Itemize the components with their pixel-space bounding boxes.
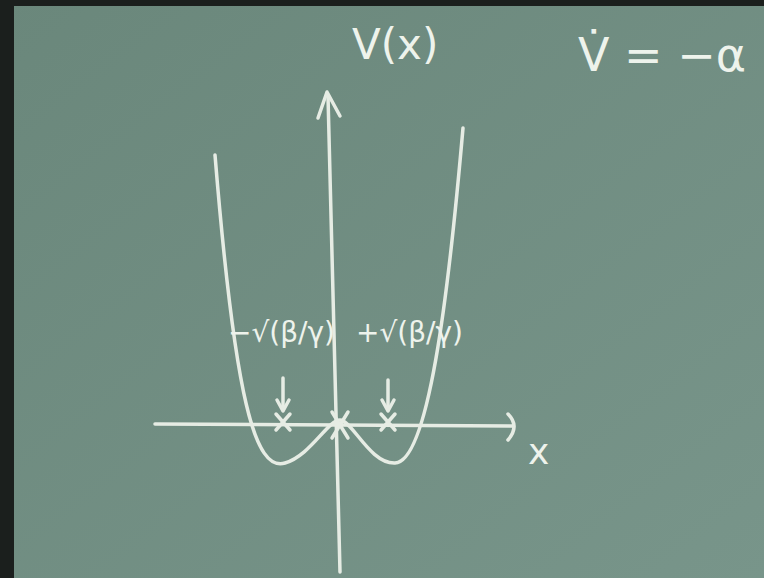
axis-label: x [528,432,549,472]
equilibrium-label: +√(β/γ) [356,318,463,349]
equilibrium-label: −√(β/γ) [228,318,335,349]
axis-label: V(x) [352,22,438,68]
equation-text: V̇ = −α [578,30,746,81]
